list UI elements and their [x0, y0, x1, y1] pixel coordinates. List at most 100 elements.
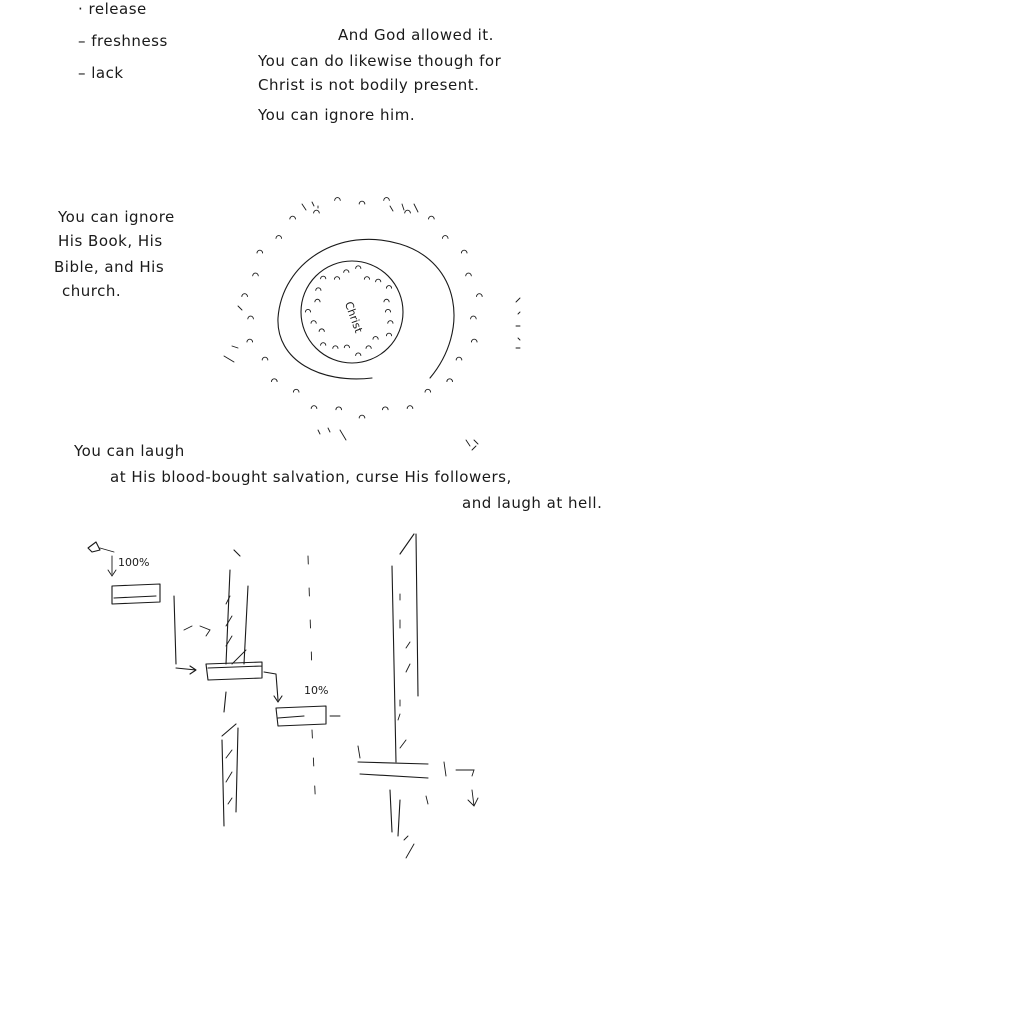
outer-arc-mark — [272, 379, 278, 382]
column-1-top — [226, 550, 248, 664]
outer-arc-mark — [336, 407, 342, 410]
list-item-lack: – lack — [78, 64, 124, 82]
label-10-percent: 10% — [304, 684, 328, 697]
outer-arc-mark — [407, 406, 413, 409]
outer-arc-mark — [477, 294, 483, 297]
column-2-hatch — [226, 750, 232, 804]
arrow-down-from-star — [100, 548, 116, 576]
inner-arc-mark — [386, 333, 391, 336]
note-top-line-4: You can ignore him. — [257, 106, 415, 124]
note-left-line-3: Bible, and His — [54, 258, 164, 276]
platform-4 — [358, 762, 428, 778]
inner-arc-mark — [356, 266, 361, 269]
list-item-freshness: – freshness — [78, 32, 168, 50]
note-top-line-3: Christ is not bodily present. — [258, 76, 479, 94]
column-3-mark-left — [358, 746, 360, 758]
inner-arc-mark — [321, 276, 326, 279]
outer-arc-mark — [248, 316, 254, 319]
inner-arc-mark — [385, 309, 390, 312]
dotted-line-upper — [308, 556, 312, 672]
tick-marks-bottom — [318, 428, 346, 440]
step-connector-1 — [174, 596, 196, 674]
inner-arc-mark — [388, 321, 393, 324]
outer-arc-mark — [293, 389, 299, 392]
column-4-marks — [404, 796, 428, 858]
outer-arc-mark — [253, 273, 259, 276]
note-middle-line-3: and laugh at hell. — [462, 494, 602, 512]
inner-arc-mark — [376, 279, 381, 282]
outer-marks — [242, 198, 482, 418]
arrow-right-down — [444, 762, 478, 806]
arrow-mark-mid — [184, 626, 210, 636]
flow-diagram: 100% 10% — [88, 534, 478, 858]
note-middle-line-1: You can laugh — [73, 442, 185, 460]
outer-arc-mark — [335, 198, 341, 201]
platform-1 — [112, 584, 160, 604]
outer-arc-mark — [311, 406, 317, 409]
note-left-line-4: church. — [62, 282, 121, 300]
step-connector-2 — [264, 672, 282, 702]
outer-arc-mark — [382, 407, 388, 410]
column-4 — [390, 790, 400, 836]
dotted-line-lower — [312, 730, 316, 812]
tick-marks-top-right — [390, 204, 418, 212]
note-left-line-2: His Book, His — [58, 232, 163, 250]
inner-arc-mark — [386, 286, 391, 289]
tick-marks-right — [516, 298, 520, 348]
inner-arc-mark — [315, 299, 320, 302]
note-left-line-1: You can ignore — [57, 208, 175, 226]
outer-arc-mark — [442, 236, 448, 239]
outer-arc-mark — [429, 216, 435, 219]
bullet-list: · release – freshness – lack — [78, 0, 168, 82]
inner-arc-mark — [344, 270, 349, 273]
outer-arc-mark — [276, 236, 282, 239]
outer-arc-mark — [359, 415, 365, 418]
outer-arc-mark — [262, 357, 268, 360]
inner-arc-mark — [356, 353, 361, 356]
outer-arc-mark — [425, 389, 431, 392]
outer-arc-mark — [461, 250, 467, 253]
circle-sketch: Christ — [224, 198, 520, 450]
inner-arc-mark — [364, 277, 369, 280]
note-middle-line-2: at His blood-bought salvation, curse His… — [110, 468, 512, 486]
outer-arc-mark — [290, 216, 296, 219]
note-left: You can ignore His Book, His Bible, and … — [54, 208, 175, 300]
star-icon — [88, 542, 100, 552]
note-top-line-1: And God allowed it. — [338, 26, 494, 44]
outer-arc-mark — [466, 273, 472, 276]
outer-arc-mark — [359, 201, 365, 204]
outer-arc-mark — [405, 210, 411, 213]
column-2 — [222, 692, 238, 826]
outer-arc-mark — [257, 250, 263, 253]
note-middle: You can laugh at His blood-bought salvat… — [73, 442, 602, 512]
platform-3 — [276, 706, 326, 726]
platform-2 — [206, 662, 262, 680]
list-item-release: · release — [78, 0, 147, 18]
inner-arc-mark — [366, 346, 371, 349]
column-3-hatch — [398, 594, 410, 748]
tick-marks-bottom-right — [466, 440, 478, 450]
tick-marks-top-left — [302, 202, 318, 210]
inner-arc-mark — [305, 309, 310, 312]
inner-arc-mark — [316, 288, 321, 291]
inner-arc-mark — [321, 343, 326, 346]
outer-arc-mark — [314, 210, 320, 213]
label-100-percent: 100% — [118, 556, 149, 569]
inner-arc-mark — [344, 345, 349, 348]
column-3 — [392, 534, 418, 762]
inner-arc-mark — [334, 277, 339, 280]
inner-arc-mark — [373, 337, 378, 340]
outer-circle — [278, 239, 454, 379]
circle-center-label: Christ — [342, 300, 365, 335]
inner-arc-mark — [333, 346, 338, 349]
outer-arc-mark — [242, 294, 248, 297]
inner-arc-mark — [384, 299, 389, 302]
inner-arc-mark — [311, 321, 316, 324]
outer-arc-mark — [247, 339, 253, 342]
note-top-line-2: You can do likewise though for — [257, 52, 502, 70]
outer-arc-mark — [456, 357, 462, 360]
note-top: And God allowed it. You can do likewise … — [257, 26, 502, 124]
outer-arc-mark — [447, 379, 453, 382]
inner-arc-mark — [319, 329, 324, 332]
